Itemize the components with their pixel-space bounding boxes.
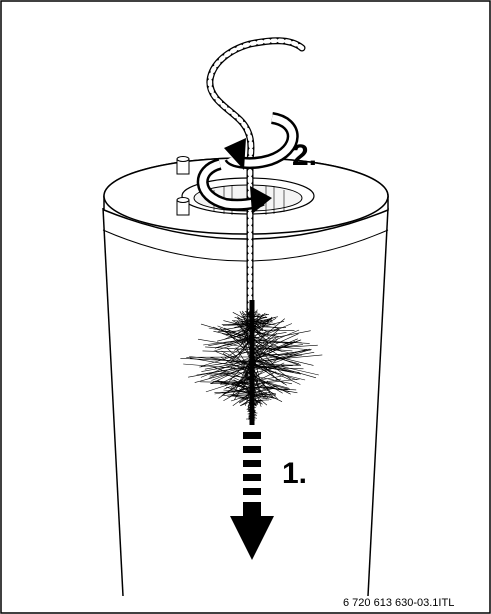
down-arrow-dashed — [230, 432, 274, 560]
cleaning-brush — [180, 300, 322, 425]
step-1-label: 1. — [282, 457, 307, 490]
step-2-label: 2. — [292, 139, 317, 172]
figure-code: 6 720 613 630-03.1ITL — [343, 597, 454, 609]
